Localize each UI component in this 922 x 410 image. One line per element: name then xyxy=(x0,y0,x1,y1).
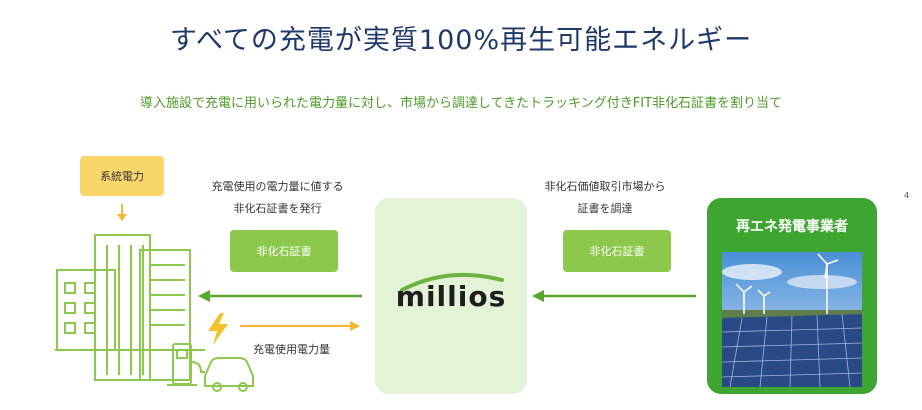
issue-certificate-note: 充電使用の電力量に値する 非化石証書を発行 xyxy=(205,176,350,220)
solar-wind-photo xyxy=(722,252,862,387)
note-line: 充電使用の電力量に値する xyxy=(211,180,344,193)
power-amount-label: 充電使用電力量 xyxy=(253,343,330,356)
page-title: すべての充電が実質100%再生可能エネルギー xyxy=(169,25,753,56)
down-arrow-icon xyxy=(117,204,127,221)
subtitle: 導入施設で充電に用いられた電力量に対し、市場から調達してきたトラッキング付きFI… xyxy=(139,96,783,111)
certificate-badge: 非化石証書 xyxy=(563,230,671,272)
procure-certificate-note: 非化石価値取引市場から 証書を調達 xyxy=(540,176,670,220)
arrow-left-icon xyxy=(198,290,362,302)
page-number: 4 xyxy=(904,191,910,200)
generator-title: 再エネ発電事業者 xyxy=(736,219,848,235)
arrow-left-icon xyxy=(532,290,696,302)
note-line: 非化石証書を発行 xyxy=(233,202,322,215)
certificate-badge: 非化石証書 xyxy=(230,230,338,272)
logo-leaf-icon xyxy=(400,272,504,292)
millios-box xyxy=(375,198,527,394)
note-line: 非化石価値取引市場から xyxy=(544,180,666,193)
lightning-icon xyxy=(208,313,228,345)
note-line: 証書を調達 xyxy=(577,202,633,215)
millios-logo: millios xyxy=(395,280,507,313)
power-amount-arrow xyxy=(240,321,360,331)
grid-power-box: 系統電力 xyxy=(80,156,164,196)
ev-charger-icon xyxy=(167,343,254,392)
